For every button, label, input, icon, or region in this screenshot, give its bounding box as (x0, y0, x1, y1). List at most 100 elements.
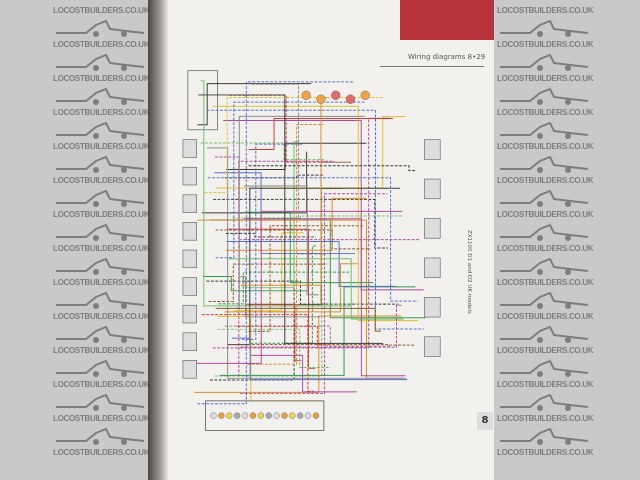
car-logo-icon (56, 87, 145, 105)
car-logo-icon (56, 359, 145, 377)
wire (224, 325, 391, 347)
wire (207, 177, 418, 302)
wire (248, 161, 352, 306)
wire (219, 286, 416, 376)
watermark-text: LOCOSTBUILDERS.CO.UK (53, 108, 150, 117)
component (182, 360, 198, 379)
watermark-text: LOCOSTBUILDERS.CO.UK (53, 414, 150, 423)
wire (217, 328, 331, 368)
wire (223, 119, 424, 291)
watermark-text: LOCOSTBUILDERS.CO.UK (53, 244, 150, 253)
watermark-text: LOCOSTBUILDERS.CO.UK (53, 6, 150, 15)
wire (206, 280, 399, 305)
component (182, 249, 198, 269)
watermark-text: LOCOSTBUILDERS.CO.UK (53, 380, 150, 389)
watermark-text: LOCOSTBUILDERS.CO.UK (53, 142, 150, 151)
component (424, 257, 441, 278)
watermark-text: LOCOSTBUILDERS.CO.UK (497, 40, 594, 49)
wire (224, 263, 358, 313)
watermark-text: LOCOSTBUILDERS.CO.UK (53, 346, 150, 355)
wire (243, 185, 319, 296)
watermark-text: LOCOSTBUILDERS.CO.UK (53, 278, 150, 287)
wire (215, 307, 381, 332)
connector-block (205, 400, 325, 431)
wire (224, 174, 325, 179)
page-binding-shadow (148, 0, 168, 480)
bulb (289, 412, 296, 419)
wire (240, 276, 320, 318)
component (424, 139, 441, 160)
watermark-text: LOCOSTBUILDERS.CO.UK (53, 74, 150, 83)
car-logo-icon (500, 121, 589, 139)
component (424, 218, 441, 239)
page-header: Wiring diagrams 8•29 (408, 53, 486, 61)
component (182, 222, 198, 241)
wire (200, 80, 352, 307)
wiring-diagram (182, 70, 441, 431)
bulb (218, 412, 225, 419)
wire (218, 271, 351, 305)
wire (241, 143, 303, 340)
watermark-text: LOCOSTBUILDERS.CO.UK (497, 346, 594, 355)
bulb (233, 412, 241, 419)
car-logo-icon (500, 53, 589, 71)
bulb (316, 94, 326, 104)
wire (244, 218, 406, 377)
component (182, 194, 198, 213)
watermark-text: LOCOSTBUILDERS.CO.UK (53, 312, 150, 321)
watermark-text: LOCOSTBUILDERS.CO.UK (53, 40, 150, 49)
car-logo-icon (56, 189, 145, 207)
wire (210, 219, 426, 319)
bulb (331, 90, 341, 100)
bulb (301, 90, 311, 100)
wire (197, 81, 354, 405)
wire (202, 276, 308, 292)
wire (213, 105, 419, 322)
model-caption: ZX1100 D1 and D2 UK models (466, 230, 472, 314)
bulb (249, 412, 257, 419)
wire (200, 142, 325, 161)
component (182, 139, 198, 158)
wire (247, 141, 300, 289)
wire (206, 147, 407, 379)
wire (226, 240, 396, 287)
wire (237, 325, 331, 346)
wire (227, 228, 316, 369)
car-logo-icon (56, 121, 145, 139)
wire (215, 229, 371, 250)
component (182, 332, 198, 351)
car-logo-icon (500, 325, 589, 343)
watermark-text: LOCOSTBUILDERS.CO.UK (497, 312, 594, 321)
watermark-text: LOCOSTBUILDERS.CO.UK (497, 6, 594, 15)
wire (201, 151, 308, 214)
watermark-text: LOCOSTBUILDERS.CO.UK (497, 210, 594, 219)
bulb (345, 94, 356, 104)
watermark-text: LOCOSTBUILDERS.CO.UK (497, 380, 594, 389)
page-tab-bar (400, 0, 494, 40)
watermark-text: LOCOSTBUILDERS.CO.UK (53, 448, 150, 457)
car-logo-icon (56, 393, 145, 411)
car-logo-icon (56, 53, 145, 71)
component (182, 304, 198, 324)
wire (214, 156, 420, 241)
wire (248, 118, 393, 150)
bulb (226, 412, 233, 419)
wire (197, 83, 312, 126)
watermark-text: LOCOSTBUILDERS.CO.UK (53, 176, 150, 185)
bulb (265, 412, 272, 419)
car-logo-icon (500, 87, 589, 105)
bulb (312, 412, 320, 419)
watermark-text: LOCOSTBUILDERS.CO.UK (497, 142, 594, 151)
car-logo-icon (500, 291, 589, 309)
watermark-text: LOCOSTBUILDERS.CO.UK (497, 74, 594, 83)
bulb (257, 412, 264, 419)
bulb (360, 90, 370, 100)
car-logo-icon (56, 223, 145, 241)
wire (250, 245, 318, 344)
watermark-text: LOCOSTBUILDERS.CO.UK (497, 244, 594, 253)
car-logo-icon (56, 19, 145, 37)
bulb (304, 412, 312, 419)
bulb (273, 412, 280, 419)
car-logo-icon (56, 291, 145, 309)
